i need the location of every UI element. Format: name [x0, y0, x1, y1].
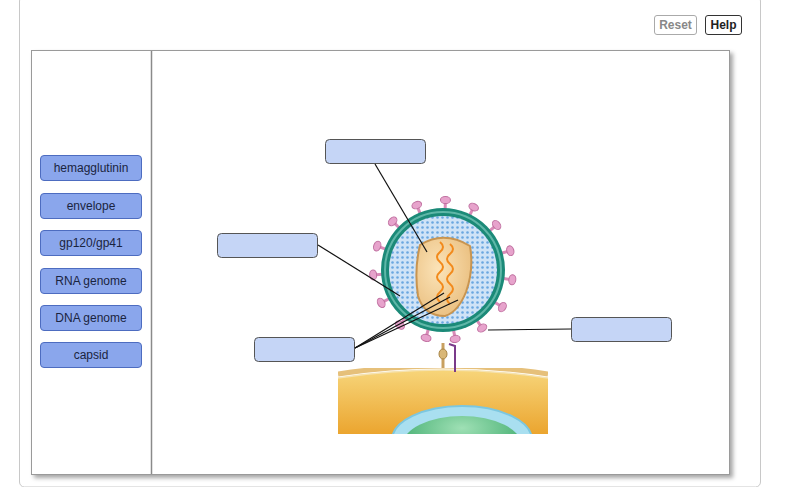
surface-spike: [508, 274, 516, 285]
label-text: hemagglutinin: [54, 161, 129, 175]
surface-spike: [369, 270, 377, 280]
label-chip: envelope: [40, 193, 142, 219]
surface-spike: [468, 202, 480, 213]
surface-spike: [497, 301, 508, 313]
label-chip: gp120/gp41: [40, 230, 142, 256]
virus-particle: [369, 196, 516, 343]
surface-spike: [476, 322, 488, 333]
host-cell: [338, 368, 548, 434]
cell-receptor: [439, 343, 455, 372]
surface-spike: [411, 200, 423, 210]
work-panel: [32, 51, 730, 475]
label-text: envelope: [67, 199, 116, 213]
label-chip: RNA genome: [40, 268, 142, 294]
label-text: Help: [710, 18, 736, 32]
leader-line: [318, 164, 571, 348]
drop-target: [218, 140, 672, 362]
surface-spike: [420, 333, 431, 342]
help-button: Help: [705, 15, 742, 35]
label-text: gp120/gp41: [59, 236, 122, 250]
reset-button: Reset: [654, 15, 697, 35]
genome-strand: [447, 244, 453, 304]
label-text: capsid: [74, 348, 109, 362]
surface-spike: [440, 196, 450, 203]
outer-frame: [20, 0, 761, 487]
surface-spike: [376, 297, 387, 309]
surface-spike: [491, 219, 503, 231]
genome-strand: [437, 242, 443, 302]
panel-divider: [151, 51, 153, 474]
label-text: RNA genome: [55, 274, 126, 288]
surface-spike: [372, 240, 382, 252]
surface-spike: [450, 335, 461, 344]
label-text: DNA genome: [55, 311, 126, 325]
label-chip: capsid: [40, 342, 142, 368]
surface-spike: [506, 245, 515, 257]
surface-spike: [387, 215, 399, 227]
label-text: Reset: [659, 18, 692, 32]
label-chip: DNA genome: [40, 305, 142, 331]
label-chip: hemagglutinin: [40, 155, 142, 181]
